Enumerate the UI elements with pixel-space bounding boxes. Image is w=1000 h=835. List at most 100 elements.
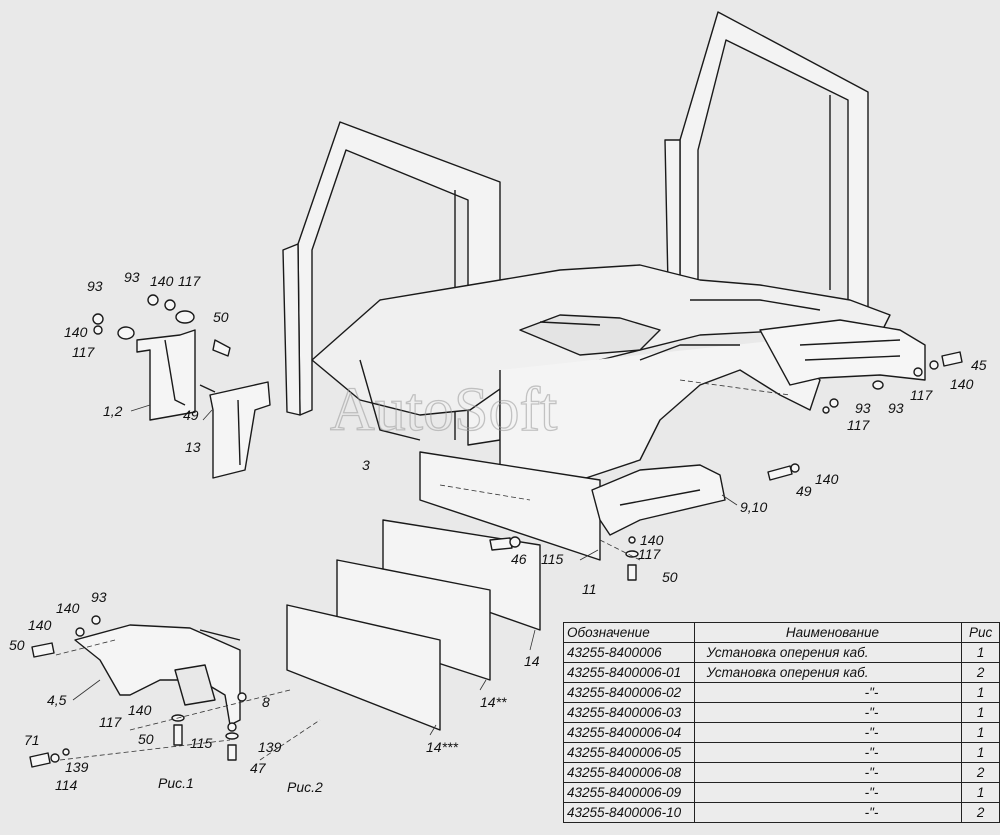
cab-frame [282, 11, 926, 481]
callout: 4,5 [47, 692, 67, 708]
table-cell: 1 [961, 742, 1000, 763]
callout: 93 [855, 400, 871, 416]
table-row: 43255-8400006 Установка оперения каб. 1 [563, 642, 1000, 663]
fasteners-bottom-left [29, 615, 247, 768]
callout: 14*** [426, 739, 458, 755]
callout: 93 [87, 278, 103, 294]
table-cell: 2 [961, 762, 1000, 783]
table-cell: 1 [961, 722, 1000, 743]
column-header: Обозначение [563, 622, 695, 643]
callout: 139 [258, 739, 282, 755]
table-cell: -"- [693, 802, 963, 823]
callout: 50 [138, 731, 154, 747]
callout: 50 [9, 637, 25, 653]
mudguard-4-5 [74, 624, 241, 726]
table-cell: -"- [693, 682, 963, 703]
callout: 1,2 [103, 403, 123, 419]
callout: 8 [262, 694, 270, 710]
table-cell: 43255-8400006 [563, 642, 695, 663]
callout: 115 [541, 551, 564, 567]
fasteners-top-left [92, 294, 231, 393]
callout: 14 [524, 653, 540, 669]
callouts: 93 93 140 117 140 117 50 1,2 49 13 3 45 … [9, 269, 987, 793]
panel-14-3star [286, 604, 441, 731]
callout: 93 [888, 400, 904, 416]
callout: 117 [178, 273, 202, 289]
bracket-1-2 [136, 329, 196, 421]
callout: 50 [662, 569, 678, 585]
table-cell: 43255-8400006-01 [563, 662, 695, 683]
figure-label-2: Рис.2 [287, 779, 323, 795]
callout: 140 [56, 600, 80, 616]
table-cell: 1 [961, 702, 1000, 723]
callout: 117 [72, 344, 96, 360]
table-cell: 43255-8400006-10 [563, 802, 695, 823]
watermark: AutoSoft [330, 376, 557, 444]
callout: 49 [183, 407, 199, 423]
callout: 71 [24, 732, 40, 748]
table-cell: -"- [693, 722, 963, 743]
callout: 93 [91, 589, 107, 605]
solid-leaders [72, 404, 738, 736]
table-row: 43255-8400006-02 -"- 1 [563, 682, 1000, 703]
table-row: 43255-8400006-01 Установка оперения каб.… [563, 662, 1000, 683]
parts-table: Обозначение Наименование Рис 43255-84000… [563, 622, 1000, 823]
panel-14-2star [336, 559, 491, 681]
column-header: Рис [961, 622, 1000, 643]
table-cell: 2 [961, 662, 1000, 683]
table-cell: 1 [961, 782, 1000, 803]
table-cell: 43255-8400006-08 [563, 762, 695, 783]
callout: 14** [480, 694, 507, 710]
callout: 117 [910, 387, 934, 403]
column-header: Наименование [693, 622, 963, 643]
callout: 140 [28, 617, 52, 633]
callout: 140 [950, 376, 974, 392]
callout: 140 [150, 273, 174, 289]
table-row: 43255-8400006-03 -"- 1 [563, 702, 1000, 723]
callout: 139 [65, 759, 89, 775]
table-cell: 43255-8400006-02 [563, 682, 695, 703]
leader-lines [55, 379, 791, 761]
table-header-row: Обозначение Наименование Рис [563, 622, 1000, 643]
callout: 45 [971, 357, 987, 373]
callout: 140 [128, 702, 152, 718]
callout: 117 [99, 714, 123, 730]
table-cell: 1 [961, 682, 1000, 703]
table-cell: 43255-8400006-09 [563, 782, 695, 803]
callout: 140 [640, 532, 664, 548]
callout: 117 [847, 417, 871, 433]
bracket-13 [209, 381, 271, 479]
table-cell: Установка оперения каб. [693, 662, 963, 683]
table-cell: 1 [961, 642, 1000, 663]
callout: 47 [250, 760, 267, 776]
table-cell: 43255-8400006-04 [563, 722, 695, 743]
callout: 117 [638, 546, 662, 562]
table-cell: Установка оперения каб. [693, 642, 963, 663]
table-row: 43255-8400006-08 -"- 2 [563, 762, 1000, 783]
table-row: 43255-8400006-05 -"- 1 [563, 742, 1000, 763]
table-row: 43255-8400006-10 -"- 2 [563, 802, 1000, 823]
callout: 11 [582, 581, 597, 597]
mudguard-9-10 [591, 464, 726, 536]
table-cell: -"- [693, 782, 963, 803]
table-cell: -"- [693, 702, 963, 723]
fasteners-right [489, 351, 963, 581]
callout: 140 [815, 471, 839, 487]
callout: 50 [213, 309, 229, 325]
table-cell: 43255-8400006-05 [563, 742, 695, 763]
figure-label-1: Рис.1 [158, 775, 194, 791]
callout: 114 [55, 777, 78, 793]
table-cell: 43255-8400006-03 [563, 702, 695, 723]
table-row: 43255-8400006-09 -"- 1 [563, 782, 1000, 803]
table-cell: -"- [693, 762, 963, 783]
callout: 140 [64, 324, 88, 340]
callout: 49 [796, 483, 812, 499]
callout: 13 [185, 439, 201, 455]
table-cell: 2 [961, 802, 1000, 823]
table-row: 43255-8400006-04 -"- 1 [563, 722, 1000, 743]
callout: 3 [362, 457, 370, 473]
panel-11 [419, 451, 601, 561]
callout: 9,10 [740, 499, 767, 515]
